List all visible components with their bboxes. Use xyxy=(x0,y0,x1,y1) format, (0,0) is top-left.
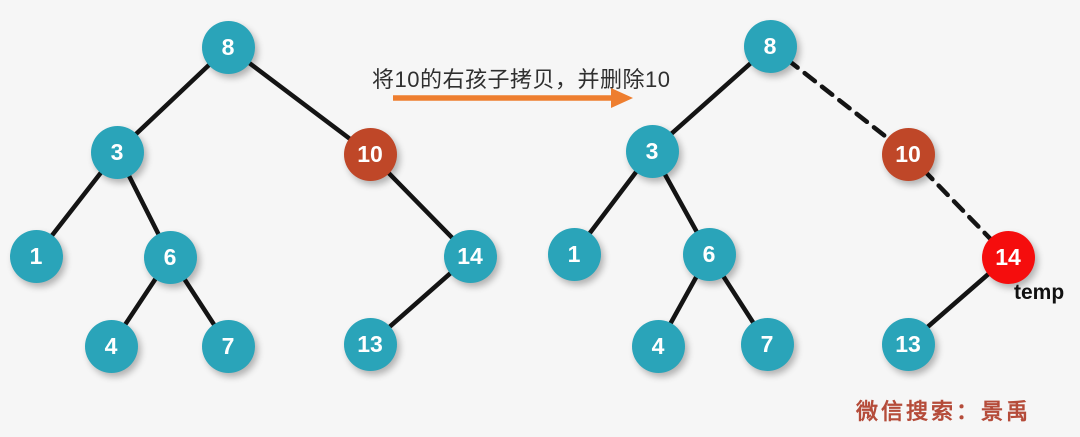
after-tree-node-8: 8 xyxy=(743,19,797,73)
watermark-text: 微信搜索：景禹 xyxy=(856,399,1032,425)
before-tree-node-6: 6 xyxy=(143,230,197,284)
before-tree-node-4: 4 xyxy=(84,319,138,373)
before-tree-node-7: 7 xyxy=(201,319,255,373)
temp-pointer-label: temp xyxy=(1014,281,1065,304)
before-tree-node-3: 3 xyxy=(90,125,144,179)
after-tree-node-4: 4 xyxy=(631,319,685,373)
after-tree-node-13: 13 xyxy=(881,317,935,371)
after-tree-node-1: 1 xyxy=(547,227,601,281)
before-tree-node-1: 1 xyxy=(9,229,63,283)
after-tree-node-3: 3 xyxy=(625,124,679,178)
before-tree-node-13: 13 xyxy=(343,317,397,371)
step-annotation-text: 将10的右孩子拷贝，并删除10 xyxy=(372,67,671,92)
before-tree-node-10: 10 xyxy=(343,127,397,181)
before-tree-node-14: 14 xyxy=(443,229,497,283)
after-tree-node-14: 14 xyxy=(981,230,1035,284)
before-tree-node-8: 8 xyxy=(201,20,255,74)
right-arrow-icon xyxy=(393,88,633,108)
after-tree-node-6: 6 xyxy=(682,227,736,281)
after-tree-node-10: 10 xyxy=(881,127,935,181)
after-tree-node-7: 7 xyxy=(740,317,794,371)
